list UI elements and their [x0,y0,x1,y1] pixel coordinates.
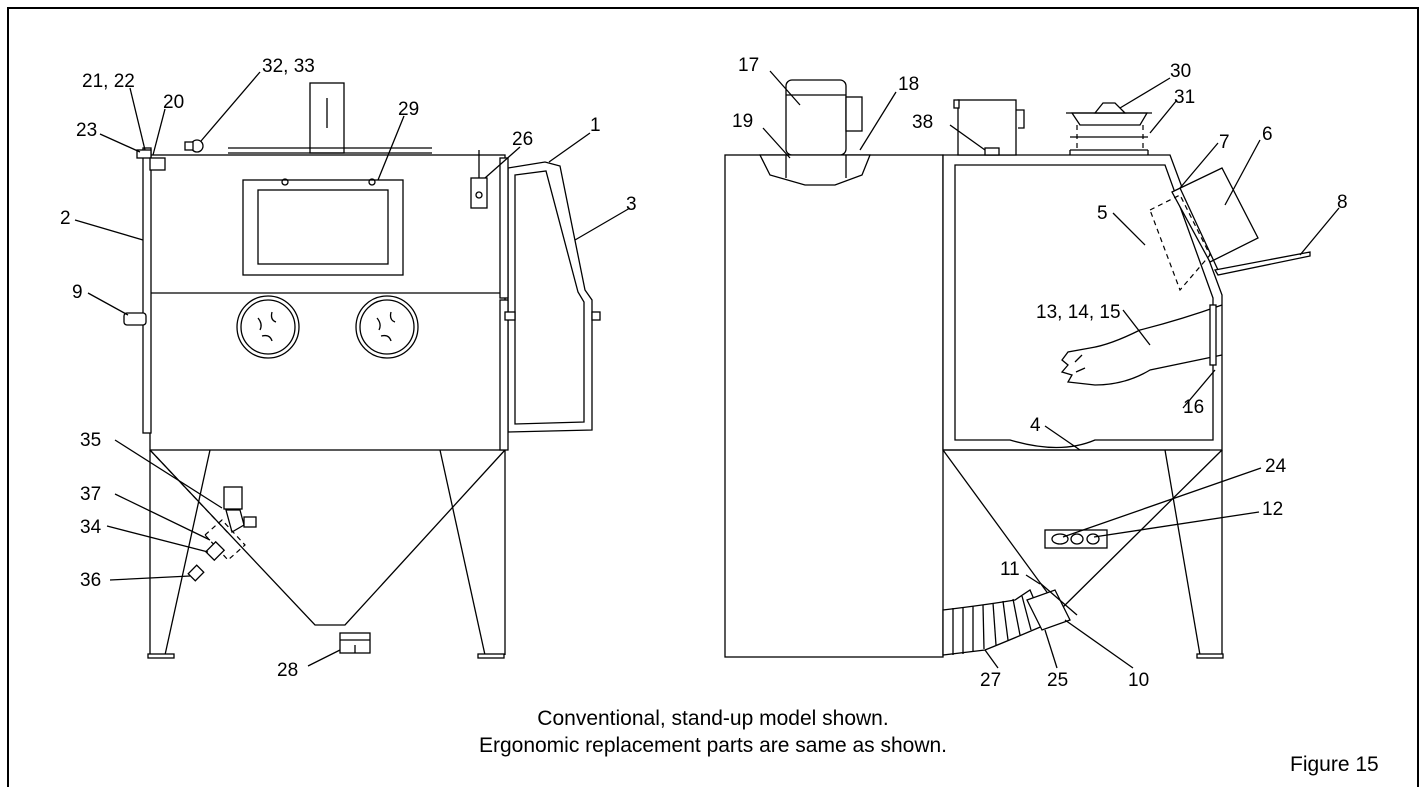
callout-13-14-15: 13, 14, 15 [1036,302,1121,323]
callout-2: 2 [60,208,71,229]
callout-9: 9 [72,282,83,303]
callout-25: 25 [1047,670,1068,691]
callout-3: 3 [626,194,637,215]
glove [1060,304,1223,386]
callout-20: 20 [163,92,184,113]
caption-line-2: Ergonomic replacement parts are same as … [479,734,947,757]
cabinet-side [942,154,1223,451]
viewing-window [242,179,404,276]
figure-border [7,7,1419,787]
callout-36: 36 [80,570,101,591]
callout-27: 27 [980,670,1001,691]
metering-valve [223,486,243,510]
callout-24: 24 [1265,456,1287,477]
fill-cap [1070,112,1149,126]
glove-port-right [355,295,419,359]
callout-32-33: 32, 33 [262,56,315,77]
callout-1: 1 [590,115,601,136]
dust-collector [724,154,944,658]
glove-port-left [236,295,300,359]
callout-30: 30 [1170,61,1191,82]
side-view [724,79,1311,659]
cabinet-body [149,154,506,451]
light-switch [470,177,488,209]
callout-5: 5 [1097,203,1108,224]
callout-10: 10 [1128,670,1149,691]
callout-12: 12 [1262,499,1283,520]
callout-31: 31 [1174,87,1195,108]
figure-label: Figure 15 [1290,753,1379,776]
motor [785,79,847,156]
callout-29: 29 [398,99,419,120]
caption-line-1: Conventional, stand-up model shown. [537,707,888,730]
callouts-right: 17 18 19 38 30 31 7 6 8 5 13, 14, 15 16 … [732,55,1348,691]
callout-18: 18 [898,74,919,95]
callout-23: 23 [76,120,97,141]
door-latch-left [123,312,147,326]
callout-11: 11 [1000,559,1020,580]
right-door [507,161,593,433]
callout-21-22: 21, 22 [82,71,135,92]
callout-6: 6 [1262,124,1273,145]
callout-16: 16 [1183,397,1204,418]
callout-8: 8 [1337,192,1348,213]
callouts-left: 21, 22 23 20 32, 33 29 26 1 3 2 9 35 37 … [60,56,637,681]
front-view [123,82,601,659]
callout-17: 17 [738,55,759,76]
callout-7: 7 [1219,132,1230,153]
callout-26: 26 [512,129,533,150]
callout-4: 4 [1030,415,1041,436]
callout-38: 38 [912,112,933,133]
callout-19: 19 [732,111,753,132]
window-frame [1213,251,1311,276]
callout-37: 37 [80,484,101,505]
hopper [149,449,506,626]
callout-35: 35 [80,430,101,451]
left-door [142,147,152,434]
callout-34: 34 [80,517,102,538]
callout-28: 28 [277,660,298,681]
caption: Conventional, stand-up model shown. Ergo… [479,707,1379,776]
